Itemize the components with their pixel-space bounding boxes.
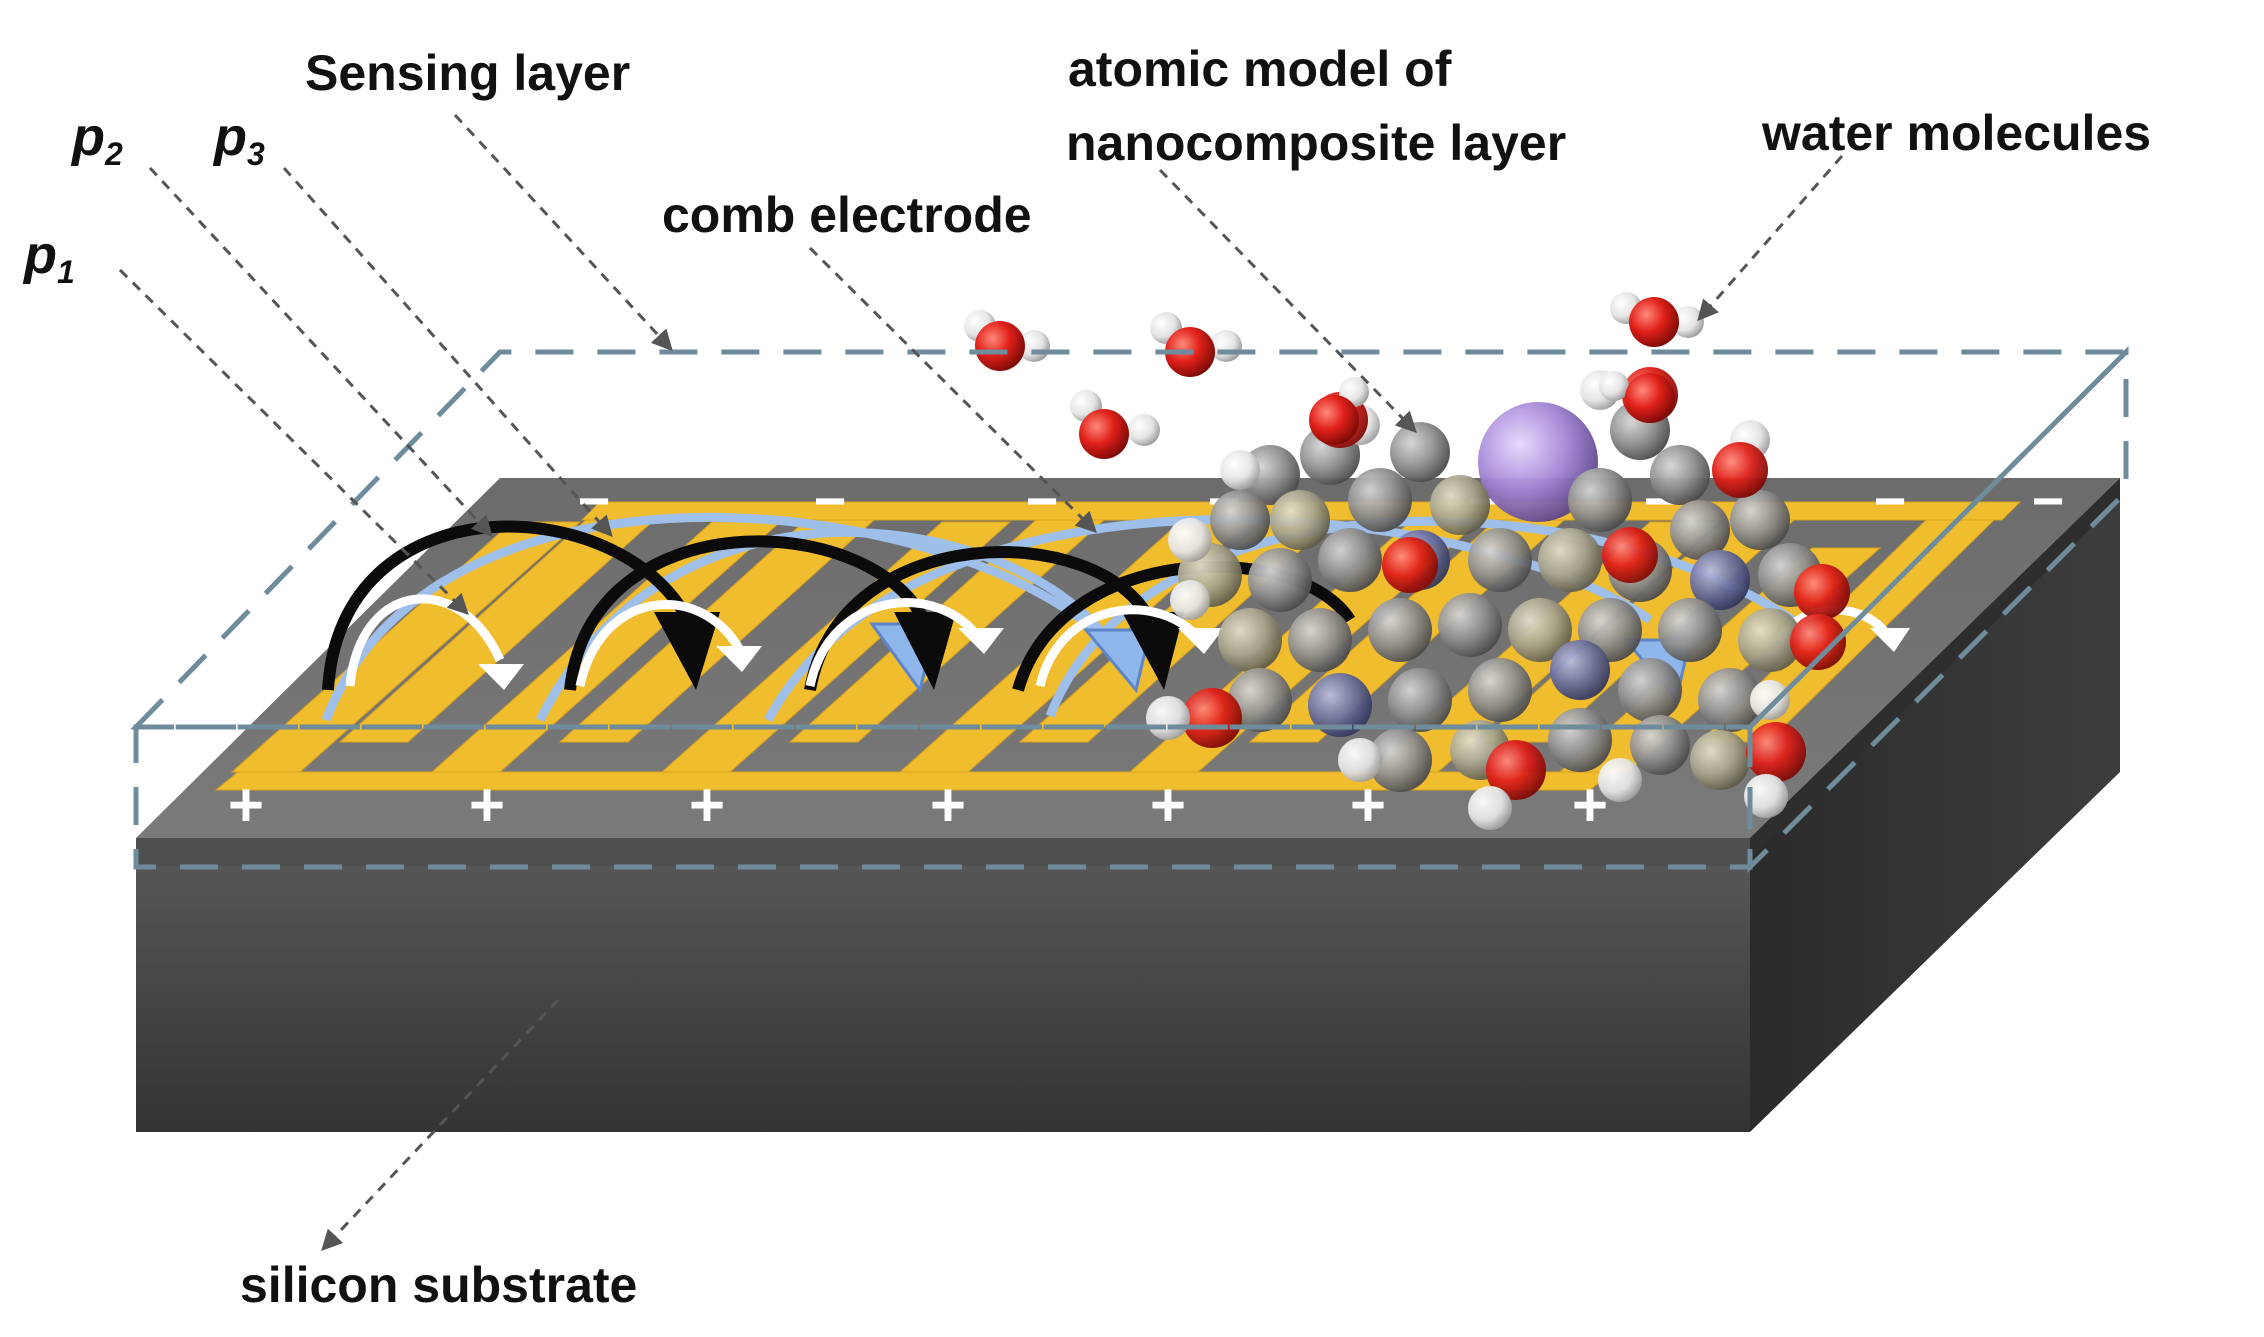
sensing-layer-label: Sensing layer — [305, 45, 631, 101]
silicon-substrate-label: silicon substrate — [240, 1257, 638, 1313]
field-arrowhead-blue — [1082, 628, 1152, 694]
sensing-layer-outline — [130, 345, 2133, 874]
water-molecule — [1309, 377, 1369, 445]
field-arrowhead-white — [1178, 628, 1224, 654]
p1-label: p1 — [24, 225, 75, 288]
field-arrowhead-white — [716, 646, 762, 672]
field-arrowhead-white — [958, 628, 1004, 654]
leader-arrows — [118, 113, 1844, 1252]
leader-water-molecules — [1697, 155, 1844, 322]
comb-electrode-label: comb electrode — [662, 187, 1032, 243]
electrode-finger — [558, 519, 876, 743]
leader-p3 — [282, 167, 613, 538]
electrode-finger — [230, 521, 582, 773]
p2-letter: p — [72, 107, 105, 167]
positive-sign: + — [1150, 771, 1186, 840]
positive-sign: + — [469, 771, 505, 840]
leader-p1 — [118, 268, 469, 615]
leader-sensing-layer — [453, 113, 673, 352]
water-molecule — [964, 310, 1050, 371]
field-line-blue — [321, 513, 1128, 722]
water-molecule — [1150, 312, 1242, 377]
field-line-white — [1035, 605, 1204, 688]
field-line-white — [805, 598, 984, 687]
leader-atomic-model — [1158, 168, 1417, 434]
leader-p2 — [148, 166, 493, 538]
positive-signs: +++++++ — [228, 771, 1608, 840]
positive-sign: + — [228, 771, 264, 840]
water-molecule — [1610, 292, 1704, 347]
water-molecule — [1599, 371, 1675, 423]
p3-subscript: 3 — [247, 136, 265, 172]
water-molecules — [964, 292, 1704, 459]
metal-atom — [1478, 402, 1598, 522]
water-molecule — [1070, 390, 1160, 459]
field-arrowhead-black — [894, 612, 956, 690]
field-line-white — [575, 600, 744, 687]
p1-letter: p — [24, 225, 57, 285]
atomic-model-label-line1: atomic model of — [1068, 41, 1452, 97]
p2-label: p2 — [72, 107, 123, 170]
leader-silicon-substrate — [321, 998, 560, 1252]
water-molecules-label: water molecules — [1762, 105, 2152, 161]
field-line-white — [345, 594, 505, 687]
leader-comb-electrode — [808, 246, 1097, 533]
p2-subscript: 2 — [105, 136, 123, 172]
field-arrowhead-white — [1870, 628, 1910, 652]
field-arrowhead-white — [478, 664, 524, 690]
field-arrowhead-black — [1122, 612, 1184, 690]
negative-sign: − — [2032, 469, 2065, 532]
atomic-model-label-line2: nanocomposite layer — [1066, 115, 1567, 171]
p3-letter: p — [214, 107, 247, 167]
p3-label: p3 — [214, 107, 265, 170]
positive-sign: + — [689, 771, 725, 840]
negative-sign: − — [1874, 469, 1907, 532]
p1-subscript: 1 — [57, 254, 75, 290]
field-arrowhead-black — [654, 612, 720, 690]
positive-sign: + — [930, 771, 966, 840]
